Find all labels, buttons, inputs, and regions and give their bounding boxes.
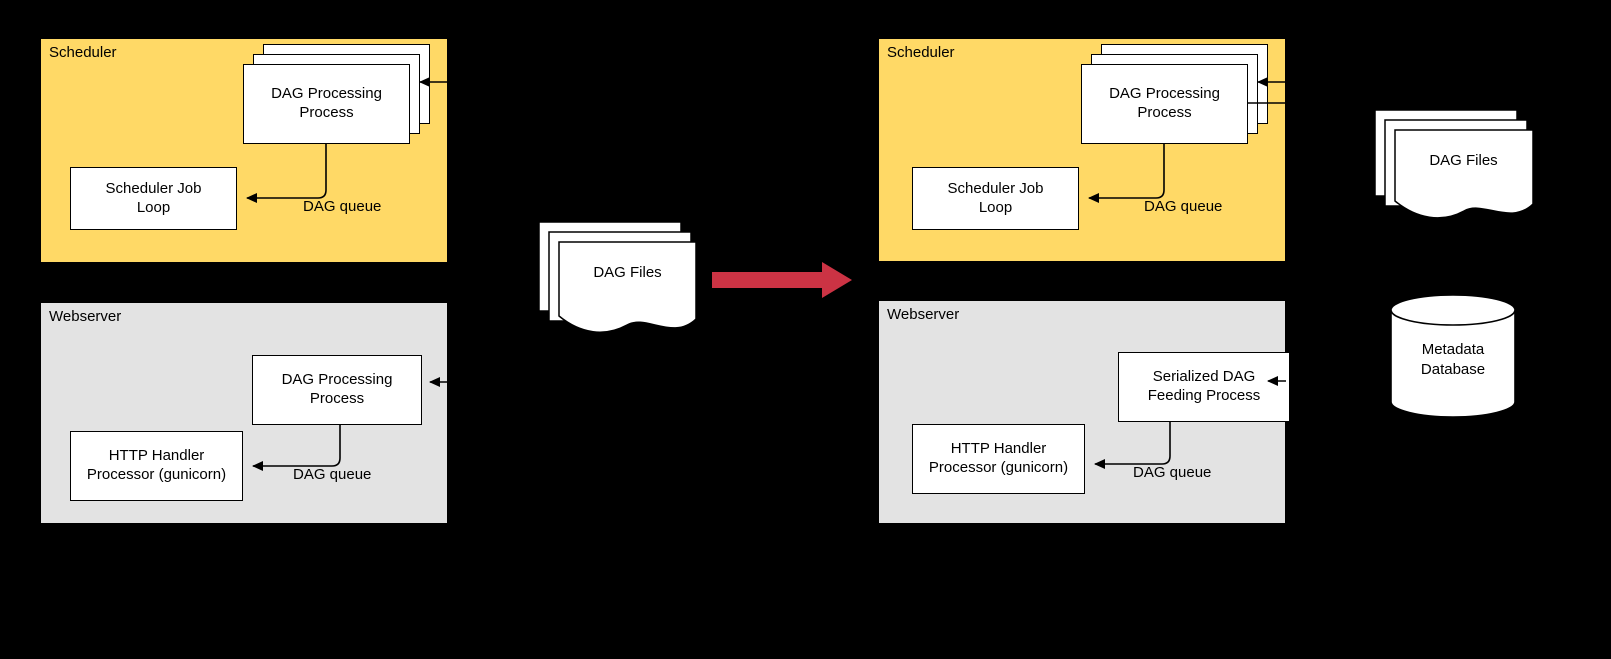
right-scheduler-job-loop-box[interactable]: Scheduler Job Loop bbox=[912, 167, 1079, 230]
right-webserver-http-handler-line2: Processor (gunicorn) bbox=[928, 459, 1069, 476]
right-webserver-http-handler-line1: HTTP Handler bbox=[950, 440, 1047, 458]
metadata-database-cylinder: Metadata Database bbox=[1390, 294, 1516, 418]
left-webserver-dag-process-line2: Process bbox=[309, 390, 365, 407]
right-webserver-serialized-feeder-box[interactable]: Serialized DAG Feeding Process bbox=[1118, 352, 1290, 422]
red-right-arrow-icon bbox=[712, 262, 852, 298]
left-scheduler-job-loop-line2: Loop bbox=[136, 198, 171, 216]
left-webserver-dag-queue-label: DAG queue bbox=[293, 466, 372, 483]
right-scheduler-job-loop-line1: Scheduler Job bbox=[947, 179, 1044, 197]
right-webserver-serialized-feeder-line2: Feeding Process bbox=[1147, 387, 1261, 404]
database-icon bbox=[1390, 294, 1516, 418]
left-scheduler-dag-process-line2: Process bbox=[299, 104, 354, 121]
right-scheduler-job-loop-line2: Loop bbox=[978, 198, 1013, 216]
metadata-db-line2: Database bbox=[1420, 360, 1486, 378]
far-right-dag-files-label: DAG Files bbox=[1429, 152, 1498, 169]
right-scheduler-dag-process-box[interactable]: DAG Processing Process bbox=[1081, 64, 1248, 144]
left-webserver-dag-process-box[interactable]: DAG Processing Process bbox=[252, 355, 422, 425]
center-dag-files-document: DAG Files bbox=[533, 216, 698, 341]
left-webserver-http-handler-box[interactable]: HTTP Handler Processor (gunicorn) bbox=[70, 431, 243, 501]
left-webserver-http-handler-line2: Processor (gunicorn) bbox=[86, 466, 227, 483]
left-webserver-label: Webserver bbox=[49, 308, 122, 325]
left-scheduler-label: Scheduler bbox=[49, 44, 117, 61]
left-scheduler-dag-process-box[interactable]: DAG Processing Process bbox=[243, 64, 410, 144]
far-right-dag-files-document: DAG Files bbox=[1369, 104, 1534, 226]
center-dag-files-label: DAG Files bbox=[593, 264, 662, 281]
left-webserver-dag-process-line1: DAG Processing bbox=[281, 371, 393, 389]
left-scheduler-job-loop-box[interactable]: Scheduler Job Loop bbox=[70, 167, 237, 230]
right-webserver-label: Webserver bbox=[887, 306, 960, 323]
dag-files-icon bbox=[538, 221, 697, 333]
left-scheduler-dag-process-line1: DAG Processing bbox=[271, 85, 382, 103]
right-scheduler-dag-queue-label: DAG queue bbox=[1144, 198, 1223, 215]
right-webserver-serialized-feeder-line1: Serialized DAG bbox=[1152, 368, 1256, 386]
left-scheduler-dag-queue-label: DAG queue bbox=[303, 198, 382, 215]
right-webserver-dag-queue-label: DAG queue bbox=[1133, 464, 1212, 481]
right-scheduler-label: Scheduler bbox=[887, 44, 955, 61]
left-scheduler-job-loop-line1: Scheduler Job bbox=[105, 179, 202, 197]
dag-files-icon bbox=[1374, 109, 1534, 219]
right-scheduler-dag-process-line1: DAG Processing bbox=[1109, 85, 1220, 103]
left-webserver-http-handler-line1: HTTP Handler bbox=[108, 447, 205, 465]
right-scheduler-dag-process-line2: Process bbox=[1137, 104, 1192, 121]
right-webserver-http-handler-box[interactable]: HTTP Handler Processor (gunicorn) bbox=[912, 424, 1085, 494]
metadata-db-line1: Metadata bbox=[1421, 341, 1485, 358]
